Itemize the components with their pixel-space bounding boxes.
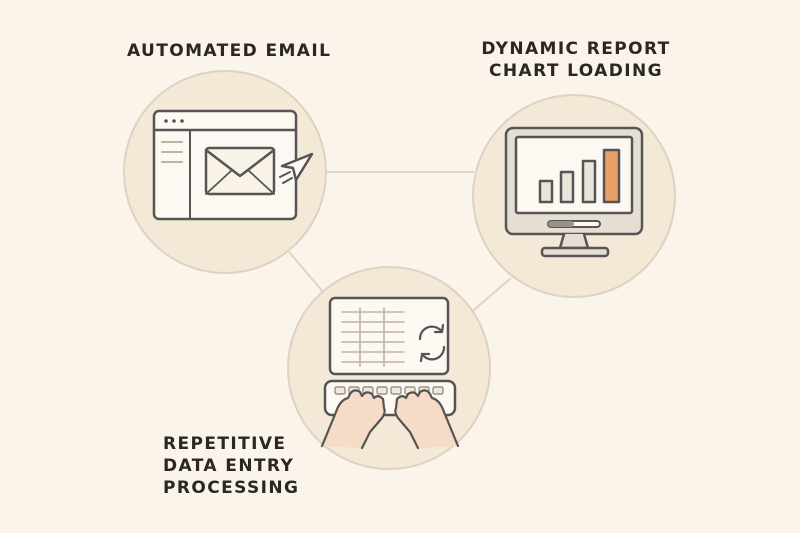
monitor-stand — [558, 232, 590, 250]
spreadsheet-grid — [341, 307, 405, 367]
report-node-label: DYNAMIC REPORT CHART LOADING — [468, 38, 684, 82]
report-node-label-line: DYNAMIC REPORT — [481, 39, 671, 59]
sidebar-lines — [161, 141, 183, 163]
envelope-flap — [204, 148, 276, 178]
chart-bar — [538, 179, 554, 204]
report-node-label-line: CHART LOADING — [489, 61, 663, 81]
data-entry-node-label-line: REPETITIVE — [163, 434, 287, 454]
browser-dot — [172, 119, 176, 123]
browser-dot — [180, 119, 184, 123]
data-entry-node-label-line: PROCESSING — [163, 478, 300, 498]
monitor-base — [540, 246, 610, 258]
send-arrow-icon — [280, 152, 314, 182]
right-hand — [394, 389, 460, 450]
spreadsheet-keyboard-hands-icon — [320, 296, 460, 450]
chart-bar — [559, 170, 575, 204]
refresh-icon — [418, 323, 446, 363]
email-node-label: AUTOMATED EMAIL — [127, 40, 331, 62]
email-node-label-line: AUTOMATED EMAIL — [127, 41, 332, 61]
chart-bar-highlight — [602, 148, 621, 204]
envelope-icon — [204, 146, 276, 196]
chart-bar — [581, 159, 597, 204]
bar-chart-monitor-icon — [504, 126, 644, 258]
loading-bar-fill — [548, 221, 574, 227]
connector-report-data — [466, 277, 512, 317]
envelope-in-browser-window-icon — [152, 109, 314, 221]
data-entry-node-label: REPETITIVE DATA ENTRY PROCESSING — [163, 433, 299, 499]
left-hand — [320, 389, 386, 450]
browser-dot — [164, 119, 168, 123]
data-entry-node-label-line: DATA ENTRY — [163, 456, 295, 476]
